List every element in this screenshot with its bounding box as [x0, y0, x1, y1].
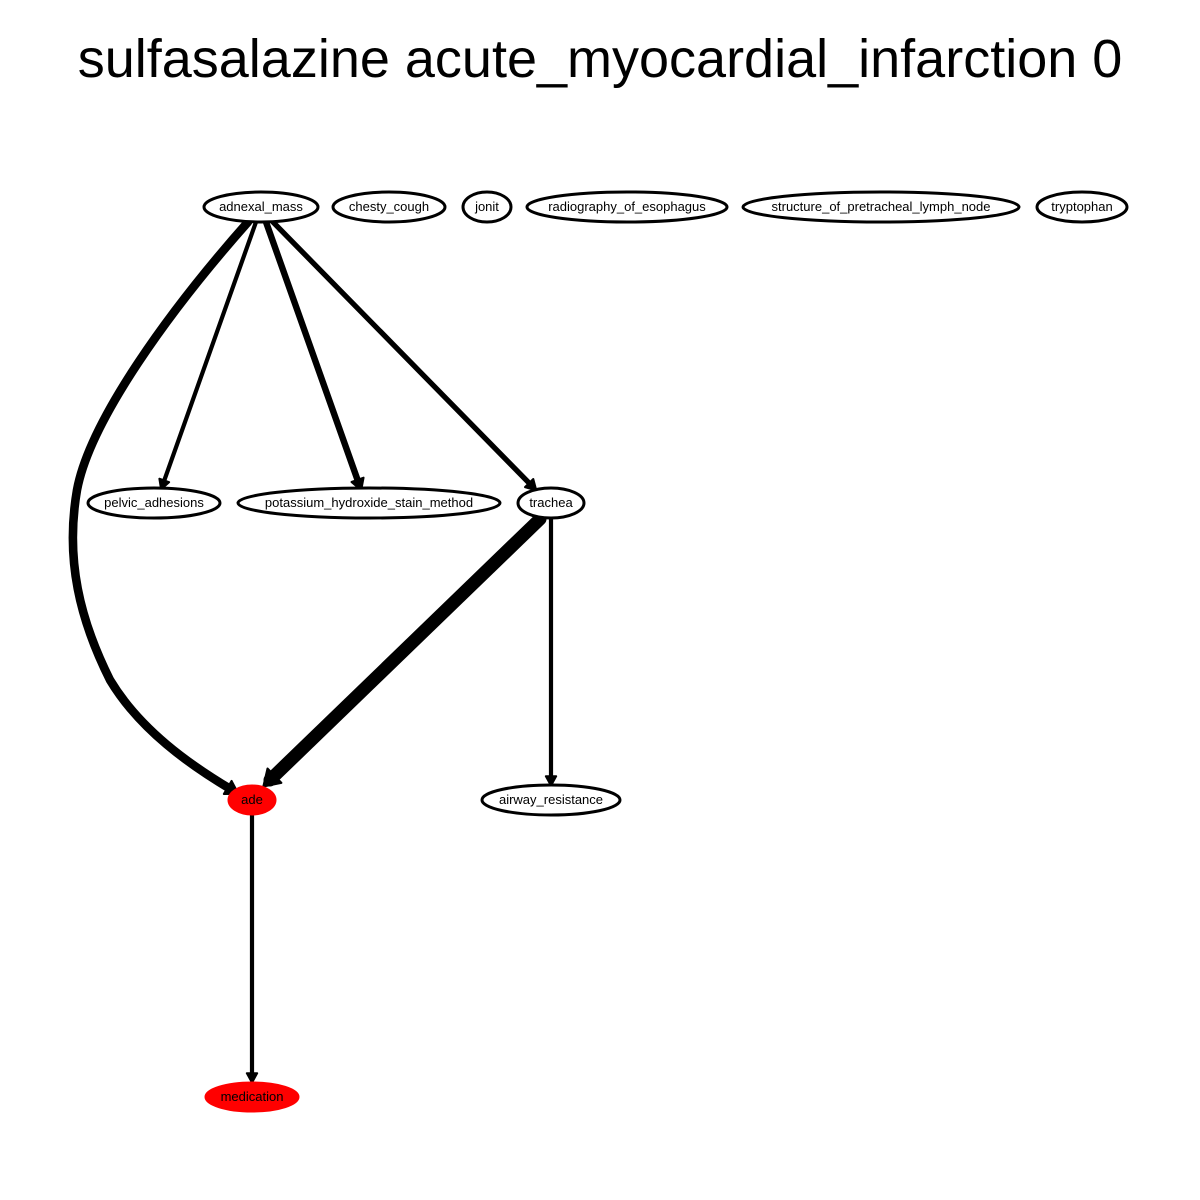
node-label: ade: [241, 792, 263, 807]
graph-title: sulfasalazine acute_myocardial_infarctio…: [77, 29, 1123, 89]
node-shape: [236, 486, 502, 520]
node-trachea[interactable]: trachea: [516, 486, 586, 520]
node-shape: [204, 1081, 300, 1113]
edge-adnexal_mass-to-pelvic_adhesions: [158, 219, 259, 491]
node-jonit[interactable]: jonit: [461, 190, 513, 224]
node-airway_resistance[interactable]: airway_resistance: [480, 783, 622, 817]
node-structure_of_pretracheal_lymph_node[interactable]: structure_of_pretracheal_lymph_node: [741, 190, 1021, 224]
node-shape: [227, 784, 277, 816]
node-shape: [480, 783, 622, 817]
node-label: adnexal_mass: [219, 199, 303, 214]
node-label: tryptophan: [1051, 199, 1112, 214]
edge-line: [160, 219, 259, 487]
edge-trachea-to-airway_resistance: [544, 515, 558, 787]
node-adnexal_mass[interactable]: adnexal_mass: [202, 190, 320, 224]
edges-layer: [68, 217, 558, 1084]
node-shape: [202, 190, 320, 224]
node-shape: [86, 486, 222, 520]
edge-adnexal_mass-to-trachea: [269, 218, 538, 492]
node-tryptophan[interactable]: tryptophan: [1035, 190, 1129, 224]
node-pelvic_adhesions[interactable]: pelvic_adhesions: [86, 486, 222, 520]
arrowhead-icon: [245, 1072, 259, 1084]
node-label: structure_of_pretracheal_lymph_node: [772, 199, 991, 214]
node-label: potassium_hydroxide_stain_method: [265, 495, 473, 510]
node-shape: [516, 486, 586, 520]
node-chesty_cough[interactable]: chesty_cough: [331, 190, 447, 224]
arrowhead-icon: [544, 775, 558, 787]
node-label: radiography_of_esophagus: [548, 199, 706, 214]
nodes-layer: adnexal_mass chesty_cough jonit radiography…: [86, 190, 1129, 1113]
edge-line: [269, 218, 535, 489]
edge-line: [263, 512, 547, 787]
node-shape: [331, 190, 447, 224]
node-radiography_of_esophagus[interactable]: radiography_of_esophagus: [525, 190, 729, 224]
edge-trachea-to-ade: [262, 512, 547, 788]
node-label: trachea: [529, 495, 573, 510]
node-ade[interactable]: ade: [227, 784, 277, 816]
node-label: jonit: [474, 199, 499, 214]
node-label: chesty_cough: [349, 199, 429, 214]
node-shape: [1035, 190, 1129, 224]
edge-line: [68, 217, 253, 795]
node-potassium_hydroxide_stain_method[interactable]: potassium_hydroxide_stain_method: [236, 486, 502, 520]
arrowhead-icon: [523, 478, 538, 492]
edge-line: [262, 218, 363, 488]
node-shape: [525, 190, 729, 224]
node-shape: [461, 190, 513, 224]
node-label: medication: [221, 1089, 284, 1104]
node-shape: [741, 190, 1021, 224]
arrowhead-icon: [262, 767, 283, 788]
node-medication[interactable]: medication: [204, 1081, 300, 1113]
node-label: airway_resistance: [499, 792, 603, 807]
node-label: pelvic_adhesions: [104, 495, 204, 510]
edge-ade-to-medication: [245, 812, 259, 1084]
